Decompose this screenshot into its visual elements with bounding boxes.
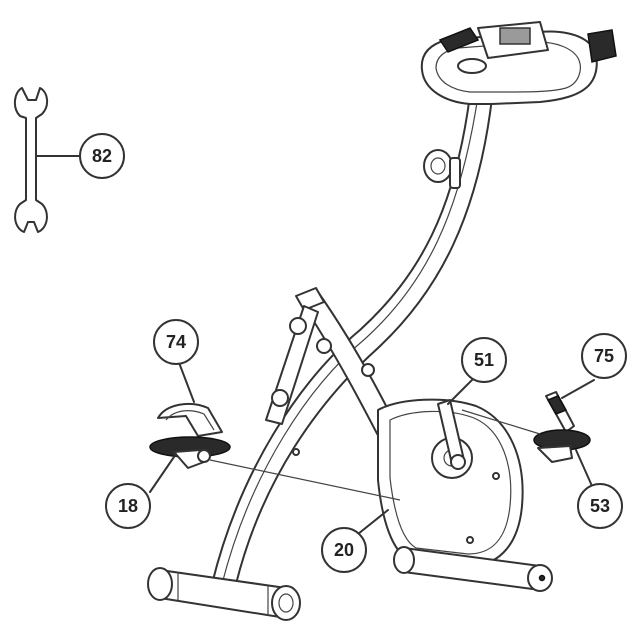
- callout-74: 74: [153, 319, 199, 365]
- callout-53: 53: [577, 483, 623, 529]
- callout-18-label: 18: [118, 496, 138, 516]
- callout-20-label: 20: [334, 540, 354, 560]
- flywheel-housing: [377, 398, 524, 567]
- callout-18: 18: [105, 483, 151, 529]
- leader-lines: [149, 359, 595, 535]
- callout-82-label: 82: [92, 146, 112, 166]
- rear-stabilizer: [393, 546, 553, 592]
- callout-75-label: 75: [594, 346, 614, 366]
- callout-75: 75: [581, 333, 627, 379]
- wrench-tool: [14, 87, 81, 233]
- crank-arm: [437, 399, 466, 470]
- callout-20: 20: [321, 527, 367, 573]
- callout-51: 51: [461, 337, 507, 383]
- callout-74-label: 74: [166, 332, 186, 352]
- callout-82: 82: [79, 133, 125, 179]
- callout-53-label: 53: [590, 496, 610, 516]
- right-pedal: [461, 391, 591, 463]
- handlebar-assembly: [420, 21, 617, 105]
- front-stabilizer: [147, 567, 301, 621]
- callout-51-label: 51: [474, 350, 494, 370]
- left-pedal: [149, 402, 401, 501]
